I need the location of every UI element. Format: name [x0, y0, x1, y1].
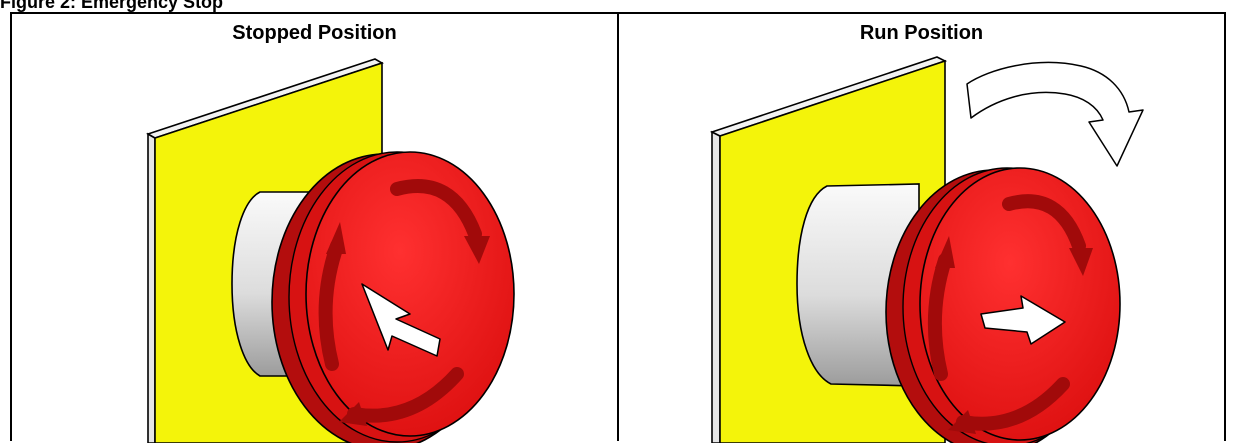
red-mushroom-button: [885, 167, 1121, 443]
figure-table: Stopped Position: [10, 12, 1226, 443]
twist-clockwise-arrow-icon: [966, 61, 1144, 167]
rotation-arrowheads: [326, 222, 490, 426]
estop-stopped-illustration: [12, 14, 617, 443]
estop-run-illustration: [619, 14, 1224, 443]
panel-run-position: Run Position: [617, 14, 1224, 443]
red-mushroom-button: [271, 151, 515, 443]
panel-caption-run: Run Position: [859, 22, 984, 44]
panel-stopped-position: Stopped Position: [12, 14, 617, 443]
rotation-arrowheads: [935, 236, 1093, 434]
push-in-arrow-icon: [361, 283, 441, 357]
rotation-arrows-icon: [318, 179, 482, 423]
figure-title: Figure 2: Emergency Stop: [0, 0, 224, 12]
pull-out-arrow-icon: [980, 295, 1066, 345]
rotation-arrows-icon: [927, 194, 1086, 431]
panel-caption-stopped: Stopped Position: [232, 22, 397, 44]
